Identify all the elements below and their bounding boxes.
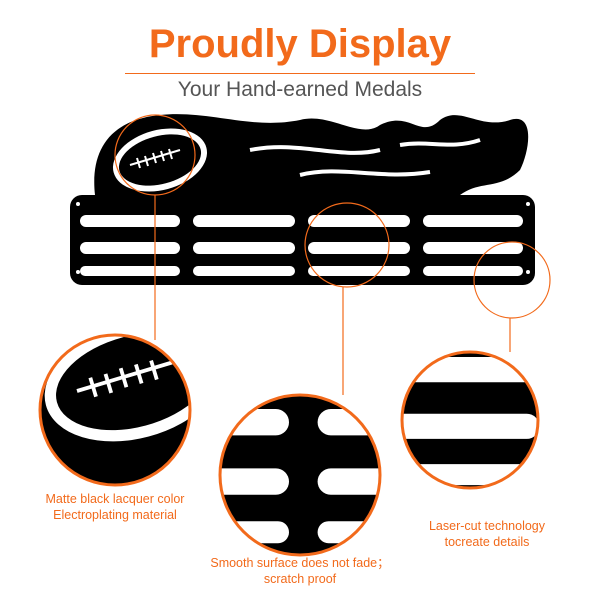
headline: Proudly Display [148, 22, 452, 66]
medal-hanger [70, 112, 535, 285]
caption-line: Laser-cut technology [428, 519, 546, 533]
feature-caption-lasercut: Laser-cut technology tocreate details [387, 518, 587, 550]
caption-line: Matte black lacquer color [45, 492, 185, 506]
caption-line: scratch proof [263, 572, 337, 586]
detail-markers [114, 114, 551, 395]
caption-line: Electroplating material [53, 508, 177, 522]
divider [125, 73, 475, 74]
subheadline: Your Hand-earned Medals [177, 78, 423, 101]
feature-caption-surface: Smooth surface does not fade； scratch pr… [180, 555, 420, 587]
caption-line: Smooth surface does not fade； [210, 556, 390, 570]
caption-line: tocreate details [444, 535, 530, 549]
feature-caption-finish: Matte black lacquer color Electroplating… [15, 491, 215, 523]
